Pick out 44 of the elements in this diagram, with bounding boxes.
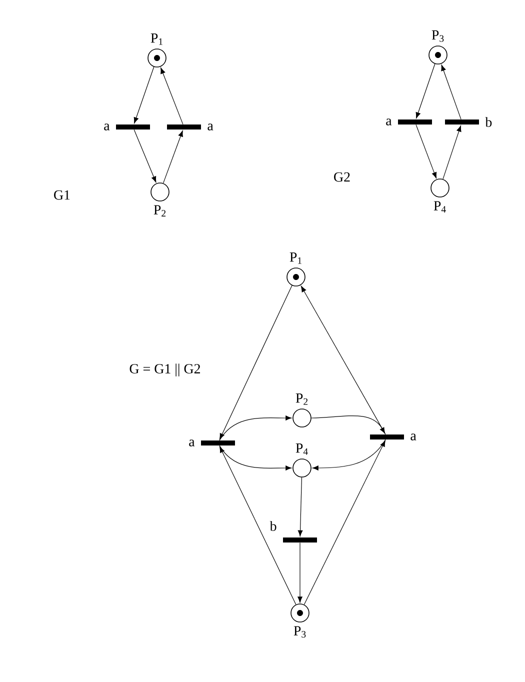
graph-name: G1: [54, 190, 70, 200]
place-circle: [150, 182, 170, 202]
transition-label: a: [104, 124, 110, 130]
transition-label: b: [270, 521, 276, 531]
arrow: [298, 477, 303, 536]
transition-label: a: [386, 118, 392, 126]
place-circle: [148, 48, 166, 68]
place-name: P$_{2}$: [154, 205, 166, 216]
arrow: [311, 416, 386, 434]
graph-name: G2: [334, 172, 350, 182]
arrow: [220, 446, 296, 605]
place-circle: [428, 46, 448, 64]
arrow: [442, 126, 462, 180]
transition-label: b: [485, 117, 492, 127]
arrow: [219, 285, 292, 440]
arrow: [134, 66, 154, 124]
arrow: [300, 286, 386, 435]
arrow: [441, 64, 462, 120]
place-name: P$_{4}$: [434, 201, 446, 212]
place-name: P$_{4}$: [296, 444, 308, 455]
place-circle: [292, 458, 312, 478]
arrow: [134, 129, 156, 182]
arrow: [219, 445, 292, 470]
place-circle: [430, 178, 450, 198]
arrow: [416, 124, 437, 178]
transition-label: a: [189, 440, 195, 446]
place-name: P$_{1}$: [150, 34, 162, 45]
place-name: P$_{3}$: [432, 30, 444, 42]
arrow: [416, 64, 436, 118]
place-circle: [292, 408, 312, 428]
arrow: [162, 130, 183, 184]
transition-label: a: [208, 124, 214, 130]
transition-label: a: [410, 434, 416, 440]
place-name: P$_{3}$: [294, 626, 306, 638]
place-circle: [286, 268, 306, 286]
arrow: [219, 416, 292, 441]
graph-name: G = G1 || G2: [130, 364, 200, 376]
arrow: [304, 440, 386, 605]
place-name: P$_{1}$: [290, 252, 302, 264]
place-name: P$_{2}$: [296, 394, 308, 405]
arrow: [312, 439, 386, 470]
arrow: [160, 68, 184, 125]
place-circle: [290, 604, 310, 622]
arrow: [298, 542, 302, 603]
